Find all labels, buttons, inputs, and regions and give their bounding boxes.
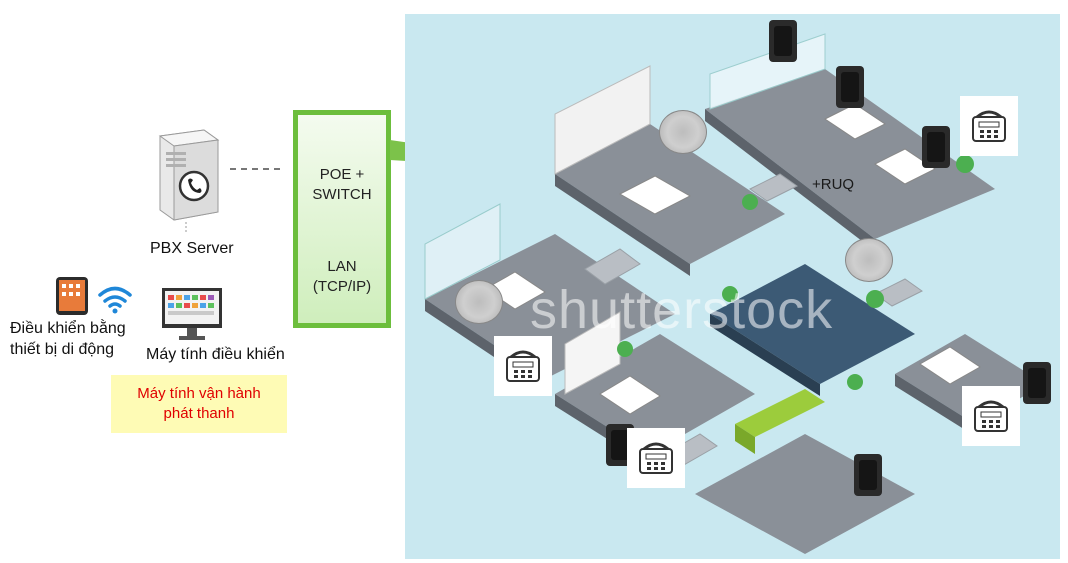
switch-label-line1: POE + — [319, 166, 365, 183]
wall-speaker-icon — [769, 20, 797, 62]
mobile-control-label-1: Điều khiển bằng — [10, 320, 126, 337]
wall-speaker-icon — [1023, 362, 1051, 404]
watermark-text: shutterstock — [530, 280, 834, 340]
control-pc-label: Máy tính điều khiển — [146, 346, 285, 363]
ip-phone-box — [962, 386, 1020, 446]
stairs — [584, 173, 923, 467]
operator-pc-note: Máy tính vận hành phát thanh — [111, 375, 287, 433]
mobile-control-label-2: thiết bị di động — [10, 341, 115, 358]
ip-phone-icon — [974, 400, 1008, 432]
wall-speaker-icon — [922, 126, 950, 168]
pbx-server-label: PBX Server — [150, 240, 234, 257]
ip-phone-icon — [506, 350, 540, 382]
lan-label-line1: LAN — [327, 258, 357, 275]
office-floorplan-graphic — [424, 33, 1045, 554]
ip-phone-box — [960, 96, 1018, 156]
ceiling-speaker-icon — [845, 238, 893, 282]
operator-note-line1: Máy tính vận hành — [137, 385, 261, 402]
ip-phone-icon — [972, 110, 1006, 142]
lan-label-line2: (TCP/IP) — [312, 278, 372, 295]
ceiling-speaker-icon — [659, 110, 707, 154]
pbx-server-icon — [158, 129, 220, 234]
operator-note-line2: phát thanh — [163, 405, 235, 422]
tablet-icon — [56, 277, 88, 315]
ip-phone-icon — [639, 442, 673, 474]
ceiling-speaker-icon — [455, 280, 503, 324]
desks — [484, 103, 981, 415]
office-illustration: shutterstock +RUQ — [405, 14, 1060, 559]
wall-speaker-icon — [854, 454, 882, 496]
room-tag: +RUQ — [812, 176, 855, 193]
floor-bottom — [695, 389, 915, 554]
ip-phone-box — [494, 336, 552, 396]
poe-switch-box: POE + SWITCH LAN (TCP/IP) — [293, 110, 391, 328]
floor-center — [710, 264, 915, 396]
wall-speaker-icon — [836, 66, 864, 108]
server-to-switch-link — [230, 168, 280, 170]
ip-phone-box — [627, 428, 685, 488]
monitor-icon — [162, 288, 222, 340]
switch-label-line2: SWITCH — [312, 186, 372, 203]
wifi-icon — [98, 286, 132, 314]
plants — [617, 155, 974, 390]
